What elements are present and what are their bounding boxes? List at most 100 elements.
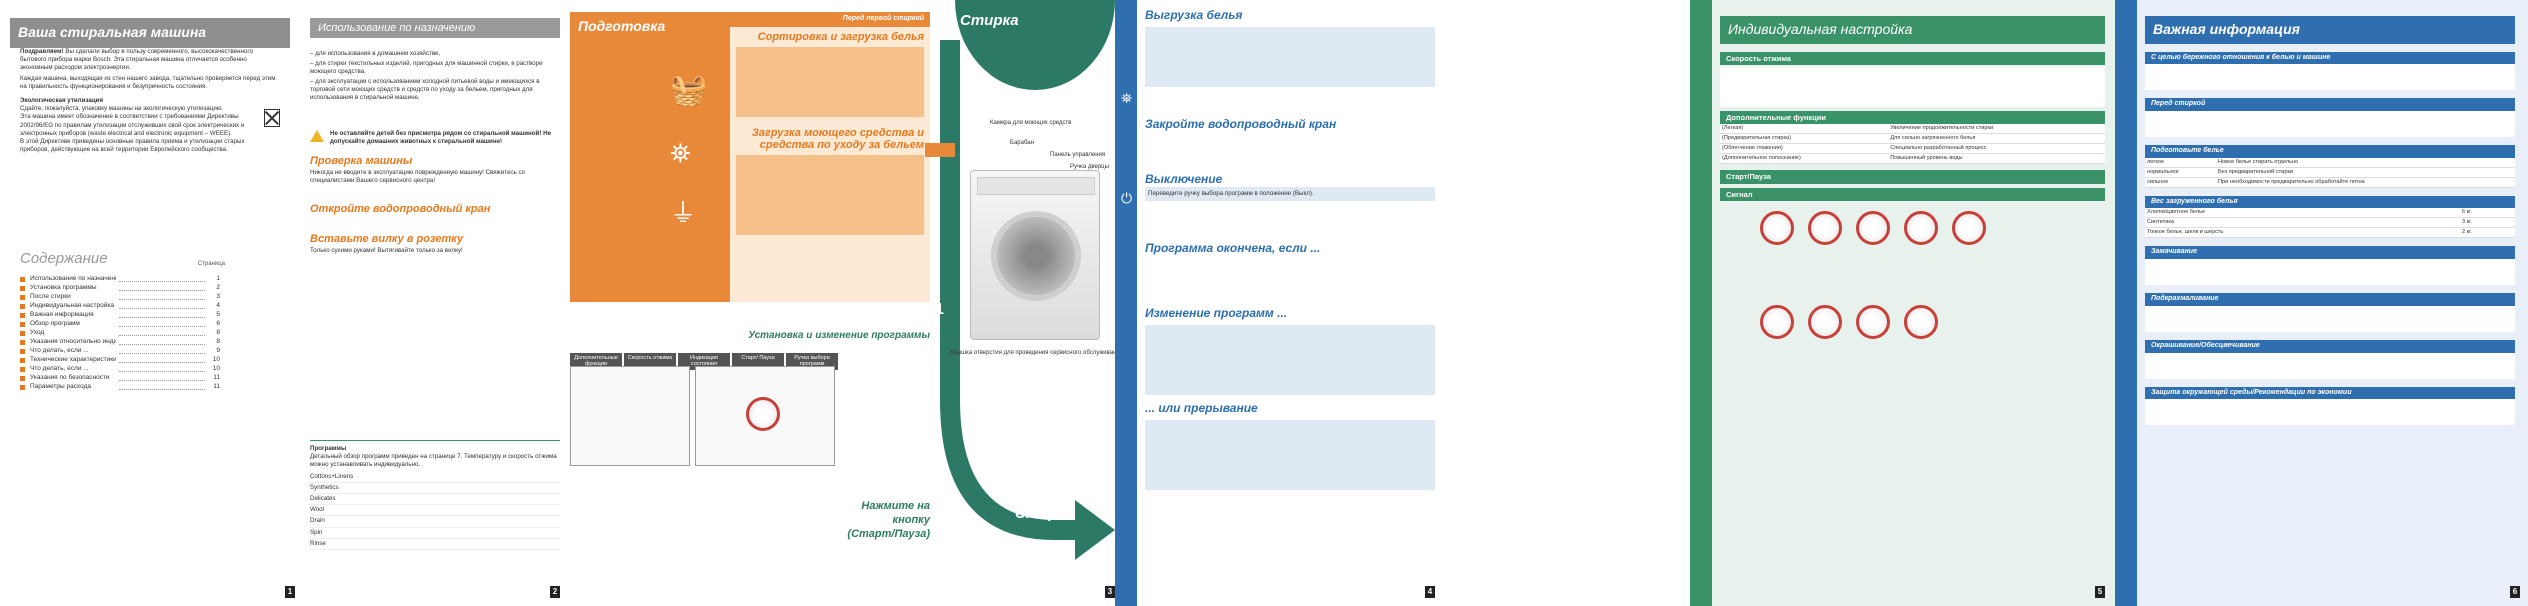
page-number: 3 bbox=[1105, 586, 1115, 598]
programs-heading: Программы bbox=[310, 445, 347, 452]
soil-level: сильное bbox=[2145, 177, 2216, 188]
step-3-number: 3 bbox=[1105, 461, 1114, 478]
change-program-title: Изменение программ ... bbox=[1145, 306, 1288, 321]
info-section-body bbox=[2145, 259, 2515, 286]
control-header: Индикация состояния bbox=[678, 352, 730, 371]
volume-dial-2 bbox=[1808, 304, 1842, 339]
toc-page: 8 bbox=[216, 329, 220, 337]
toc-bullet bbox=[20, 384, 25, 390]
close-tap-title: Закройте водопроводный кран bbox=[1145, 117, 1337, 131]
detergent-drawer-illustration bbox=[736, 155, 924, 236]
setup-check-title: Проверка машины bbox=[310, 155, 413, 167]
toc-label: Установка программы bbox=[30, 284, 97, 292]
info-section-body bbox=[2145, 111, 2515, 137]
interrupt-title: ... или прерывание bbox=[1145, 401, 1258, 416]
contents-section: Содержание Страница Использование по наз… bbox=[20, 250, 280, 392]
toc-label: Что делать, если ... bbox=[30, 365, 89, 373]
toc-label: Индивидуальная настройка bbox=[30, 302, 114, 310]
info-section-title: Подкрахмаливание bbox=[2145, 293, 2515, 306]
soil-level: нормальное bbox=[2145, 167, 2216, 178]
blue-side-band bbox=[2115, 0, 2137, 606]
page-number: 4 bbox=[1425, 586, 1435, 598]
toc-dots bbox=[119, 367, 205, 372]
setting-title: Установка и изменение программы bbox=[748, 330, 930, 341]
switch-off-title: Выключение bbox=[1145, 172, 1223, 186]
toc-row: Что делать, если ...10 bbox=[20, 365, 220, 374]
extra-functions-table: (Легкая)Увеличение продолжительности сти… bbox=[1720, 124, 2105, 165]
info-section-title: Вес загруженного белья bbox=[2145, 195, 2515, 209]
toc-label: Указания по безопасности bbox=[30, 374, 110, 382]
panel-preparation: Подготовка 🧺 ⛯ ⏚ Перед первой стиркой Со… bbox=[570, 0, 1123, 606]
volume-dial-3 bbox=[1856, 304, 1890, 339]
toc-bullet bbox=[20, 348, 25, 354]
toc-page: 2 bbox=[216, 284, 220, 292]
intro-text-2: Каждая машина, выходящая из стен нашего … bbox=[20, 75, 276, 91]
toc-dots bbox=[119, 376, 205, 381]
extra-function-row: (Дополнительное полоскание)Повышенный ур… bbox=[1720, 153, 2105, 165]
toc-row: Что делать, если ...9 bbox=[20, 347, 220, 356]
eco-text-2: Эта машина имеет обозначение в соответст… bbox=[20, 113, 245, 137]
signal-dial-3 bbox=[1856, 210, 1890, 245]
press-start-title: Нажмите на кнопку bbox=[861, 500, 930, 526]
settings-content: Индивидуальная настройка Скорость отжима… bbox=[1720, 16, 2105, 339]
laundry-illustration bbox=[736, 46, 924, 117]
toc-dots bbox=[119, 304, 205, 309]
volume-dials bbox=[1720, 304, 2105, 339]
panel-your-machine: Ваша стиральная машина Поздравляем! Вы с… bbox=[0, 0, 300, 606]
machine-label: Ручка дверцы bbox=[1070, 164, 1109, 170]
wash-label-top: Стирка bbox=[960, 12, 1019, 29]
soil-advice: Без предварительной стирки bbox=[2215, 167, 2515, 178]
sort-title: Сортировка и загрузка белья bbox=[757, 30, 924, 43]
program-done-title: Программа окончена, если ... bbox=[1145, 241, 1321, 256]
tap-icon: ⛯ bbox=[670, 138, 691, 168]
press-start-sub: (Старт/Пауза) bbox=[847, 527, 930, 540]
intro-heading: Поздравляем! bbox=[20, 48, 64, 55]
warning-text: Не оставляйте детей без присмотра рядом … bbox=[330, 130, 552, 146]
info-section-title: Замачивание bbox=[2145, 246, 2515, 260]
toc-label: После стирки bbox=[30, 293, 71, 301]
program-selector-dial[interactable] bbox=[746, 397, 780, 431]
control-panel bbox=[977, 177, 1095, 195]
toc-bullet bbox=[20, 366, 25, 372]
setup-check-text: Только сухими руками! Вытягивайте только… bbox=[310, 247, 463, 255]
extra-function-name: (Легкая) bbox=[1720, 124, 1889, 135]
extra-function-desc: Увеличение продолжительности стирки bbox=[1888, 124, 2105, 135]
info-section-title: Окрашивание/Обесцвечивание bbox=[2145, 339, 2515, 353]
toc-bullet bbox=[20, 375, 25, 381]
toc-dots bbox=[119, 349, 205, 354]
toc-row: Указания относительно индикаторных лампо… bbox=[20, 338, 220, 347]
toc-bullet bbox=[20, 330, 25, 336]
unload-title: Выгрузка белья bbox=[1145, 8, 1243, 22]
panel-intended-use: Использование по назначению – для исполь… bbox=[300, 0, 570, 606]
control-header: Старт/ Пауза bbox=[732, 352, 784, 371]
panel1-header: Ваша стиральная машина bbox=[10, 18, 290, 48]
washing-machine-illustration bbox=[970, 170, 1100, 340]
program-dial-panel bbox=[695, 366, 835, 466]
warning-icon bbox=[310, 130, 324, 142]
use-item: – для эксплуатации с использованием холо… bbox=[310, 78, 540, 102]
extra-function-desc: Повышенный уровень воды bbox=[1888, 153, 2105, 165]
machine-label: Панель управления bbox=[1050, 152, 1106, 158]
sort-load-block: Перед первой стиркой Сортировка и загруз… bbox=[730, 12, 930, 302]
toc-dots bbox=[119, 277, 205, 282]
volume-dial-1 bbox=[1760, 304, 1794, 339]
toc-row: Установка программы 2 bbox=[20, 284, 220, 293]
machine-label: Барабан bbox=[1010, 140, 1034, 146]
extra-function-desc: Специально разработанный процесс bbox=[1888, 143, 2105, 155]
toc-bullet bbox=[20, 294, 25, 300]
toc-page: 6 bbox=[216, 320, 220, 328]
panel-after-wash: ⛯ ⏻ Выгрузка белья Закройте водопроводны… bbox=[1115, 0, 1445, 606]
info-section-body bbox=[2145, 64, 2515, 91]
green-side-band bbox=[1690, 0, 1712, 606]
extra-function-desc: Для сильно загрязненного белья bbox=[1888, 133, 2105, 145]
detergent-title: Загрузка моющего средства и средства по … bbox=[751, 126, 924, 151]
setup-check-text: Никогда не вводите в эксплуатацию повреж… bbox=[310, 169, 526, 185]
